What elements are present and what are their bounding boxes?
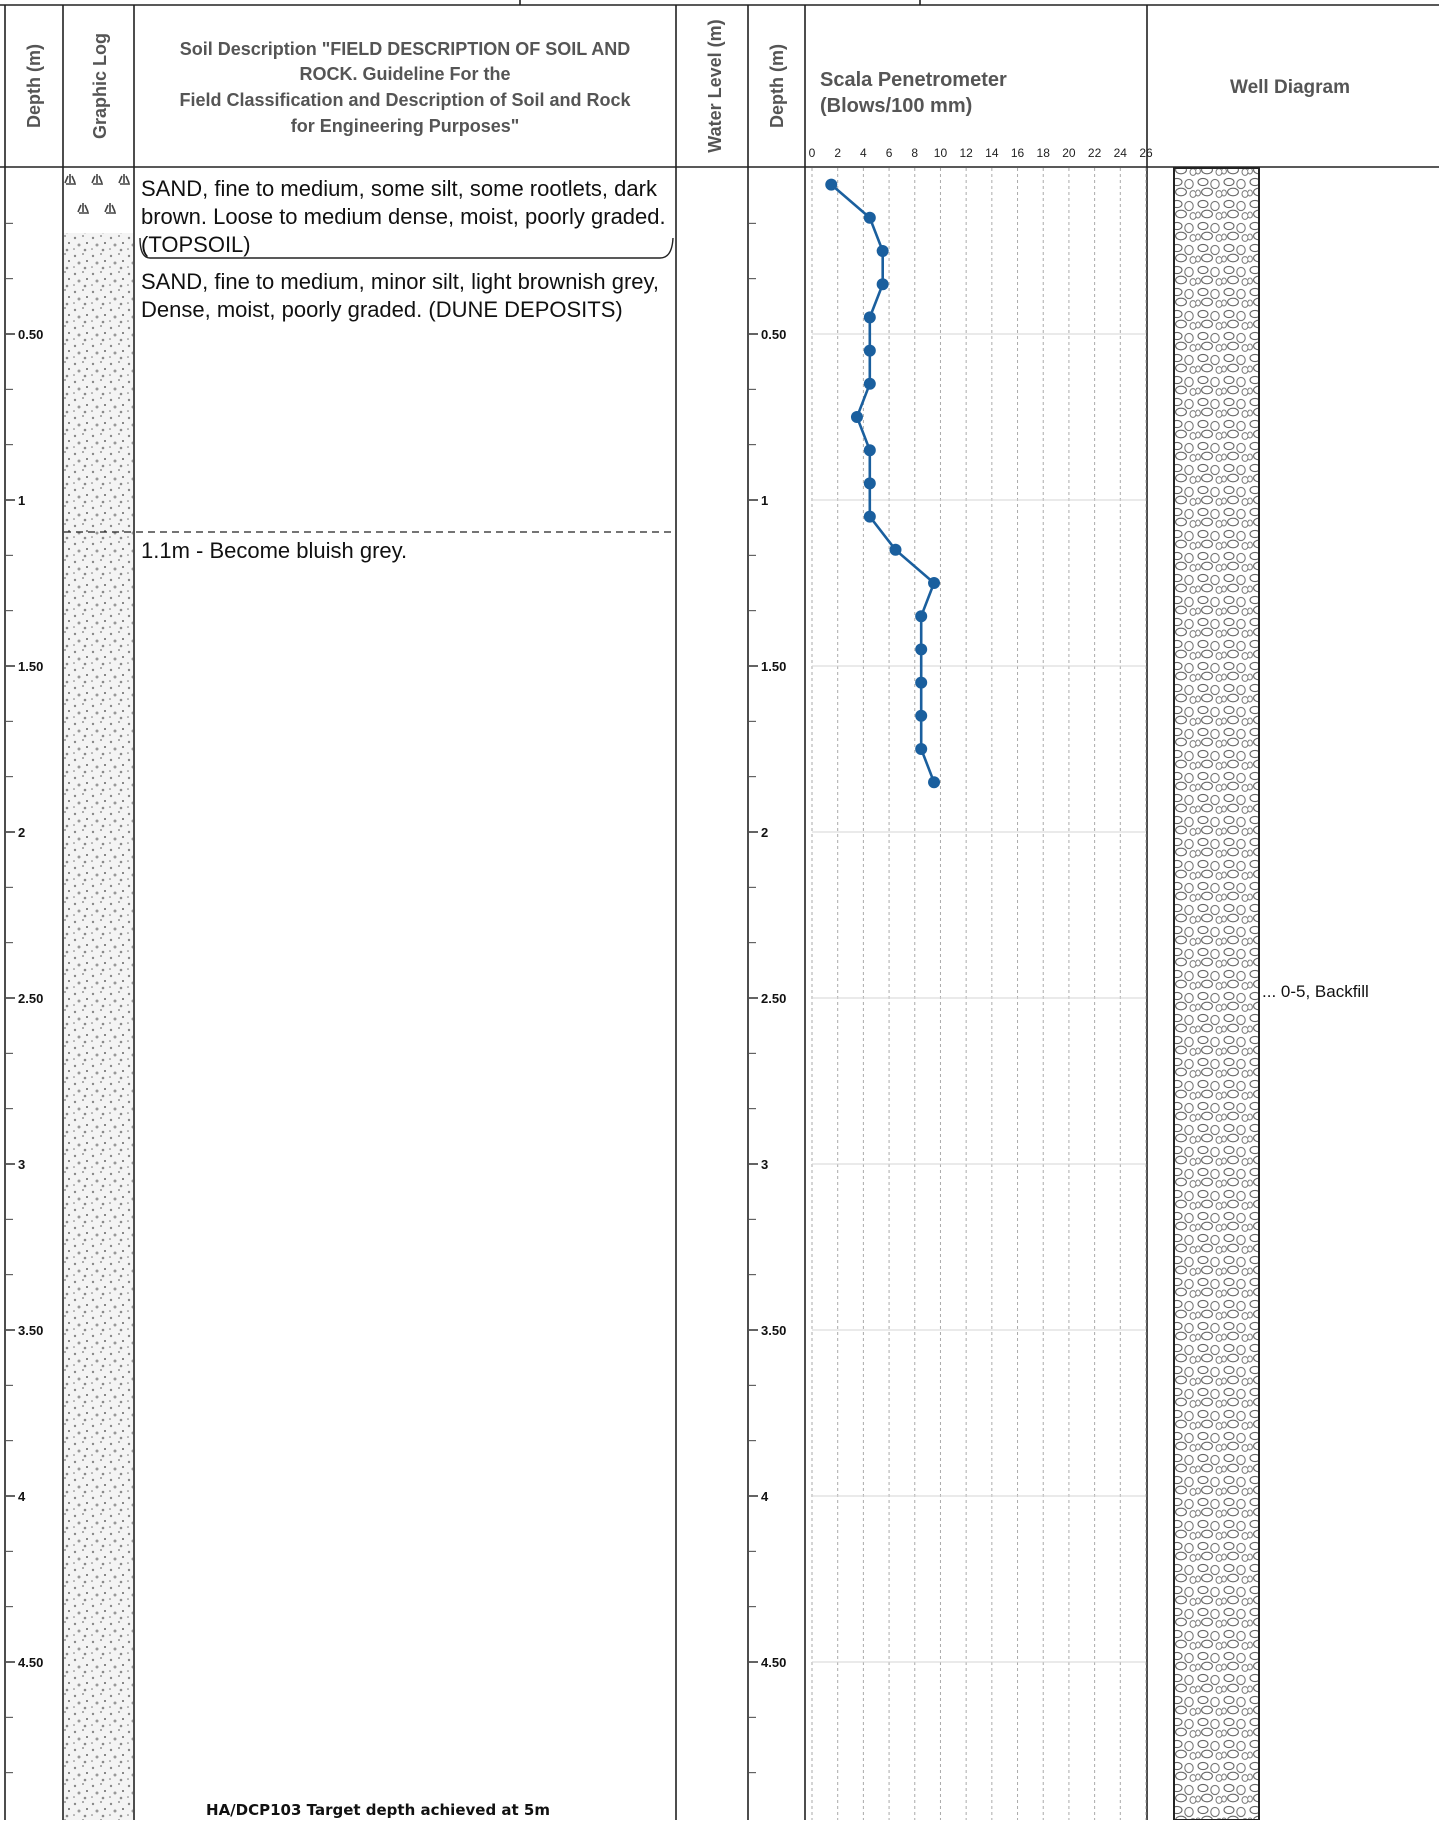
scala-point xyxy=(915,643,928,656)
description-line: brown. Loose to medium dense, moist, poo… xyxy=(141,204,666,229)
description-line: 1.1m - Become bluish grey. xyxy=(141,538,407,563)
depth-label: 2.50 xyxy=(761,991,786,1006)
x-tick-label: 2 xyxy=(834,146,841,160)
depth-label: 0.50 xyxy=(761,327,786,342)
graphic-log-column xyxy=(64,174,133,1820)
well-backfill xyxy=(1173,167,1260,1821)
x-tick-label: 14 xyxy=(985,146,999,160)
header-well-diagram: Well Diagram xyxy=(1230,77,1350,98)
soil-header-line: Soil Description "FIELD DESCRIPTION OF S… xyxy=(180,39,631,59)
scala-point xyxy=(889,543,902,556)
scala-point xyxy=(863,444,876,457)
scala-point xyxy=(876,245,889,257)
scala-series xyxy=(825,178,941,789)
scala-point xyxy=(863,311,876,324)
depth-label: 2.50 xyxy=(18,991,43,1006)
scala-point xyxy=(876,278,889,291)
depth-scale-right: 0.50 1 1.50 2 2.50 3 3.50 4 4.50 xyxy=(749,222,786,1774)
header-depth-left: Depth (m) xyxy=(24,44,44,128)
depth-label: 4 xyxy=(18,1489,26,1504)
topsoil-boundary xyxy=(139,237,674,259)
scala-point xyxy=(863,211,876,224)
depth-label: 4 xyxy=(761,1489,769,1504)
header-water-level: Water Level (m) xyxy=(705,19,725,152)
depth-label: 1 xyxy=(18,493,25,508)
x-tick-label: 6 xyxy=(886,146,893,160)
depth-label: 4.50 xyxy=(761,1655,786,1670)
depth-label: 3 xyxy=(18,1157,25,1172)
x-tick-label: 8 xyxy=(911,146,918,160)
scala-point xyxy=(928,776,941,789)
scala-point xyxy=(863,377,876,390)
x-tick-label: 4 xyxy=(860,146,867,160)
header-scala-title: Scala Penetrometer xyxy=(820,69,1007,91)
x-tick-label: 12 xyxy=(959,146,973,160)
soil-header-line: Field Classification and Description of … xyxy=(179,90,631,110)
scala-grid xyxy=(811,168,1147,1820)
scala-point xyxy=(863,510,876,523)
scala-point xyxy=(863,344,876,357)
depth-label: 2 xyxy=(761,825,768,840)
header-graphic-log: Graphic Log xyxy=(90,33,110,139)
description-line: (TOPSOIL) xyxy=(141,232,251,257)
depth-label: 1 xyxy=(761,493,768,508)
header-soil-description: Soil Description "FIELD DESCRIPTION OF S… xyxy=(179,39,631,136)
soil-header-line: for Engineering Purposes" xyxy=(291,116,520,136)
depth-scale-left: 0.50 1 1.50 2 2.50 3 3.50 4 4.50 xyxy=(6,222,43,1774)
scala-point xyxy=(863,477,876,490)
scala-point xyxy=(915,610,928,623)
description-topsoil: SAND, fine to medium, some silt, some ro… xyxy=(141,176,666,257)
depth-label: 4.50 xyxy=(18,1655,43,1670)
description-line: SAND, fine to medium, some silt, some ro… xyxy=(141,176,658,201)
well-backfill-label: ... 0-5, Backfill xyxy=(1262,982,1369,1001)
description-dune: SAND, fine to medium, minor silt, light … xyxy=(141,269,659,322)
depth-label: 3.50 xyxy=(18,1323,43,1338)
x-tick-label: 20 xyxy=(1062,146,1076,160)
x-tick-label: 0 xyxy=(809,146,816,160)
depth-label: 0.50 xyxy=(18,327,43,342)
topsoil-rootlet-symbols xyxy=(64,174,130,214)
scala-point xyxy=(915,676,928,689)
description-note: 1.1m - Become bluish grey. xyxy=(141,538,407,563)
header-depth-right: Depth (m) xyxy=(767,44,787,128)
header-scala-units: (Blows/100 mm) xyxy=(820,95,972,117)
depth-label: 1.50 xyxy=(18,659,43,674)
soil-header-line: ROCK. Guideline For the xyxy=(299,64,510,84)
x-tick-label: 22 xyxy=(1088,146,1102,160)
scala-point xyxy=(825,178,838,191)
x-tick-label: 18 xyxy=(1037,146,1051,160)
depth-label: 2 xyxy=(18,825,25,840)
x-tick-label: 10 xyxy=(934,146,948,160)
scala-point xyxy=(850,411,863,423)
end-of-log-note: HA/DCP103 Target depth achieved at 5m xyxy=(206,1801,550,1819)
scala-point xyxy=(915,743,928,755)
depth-label: 3.50 xyxy=(761,1323,786,1338)
x-tick-label: 24 xyxy=(1114,146,1128,160)
x-tick-label: 26 xyxy=(1139,146,1153,160)
scala-line xyxy=(830,183,936,783)
x-tick-label: 16 xyxy=(1011,146,1025,160)
scala-point xyxy=(915,709,928,722)
depth-label: 3 xyxy=(761,1157,768,1172)
sand-fill xyxy=(64,233,133,1820)
scala-point xyxy=(928,577,941,589)
description-line: Dense, moist, poorly graded. (DUNE DEPOS… xyxy=(141,297,623,322)
depth-label: 1.50 xyxy=(761,659,786,674)
description-line: SAND, fine to medium, minor silt, light … xyxy=(141,269,659,294)
